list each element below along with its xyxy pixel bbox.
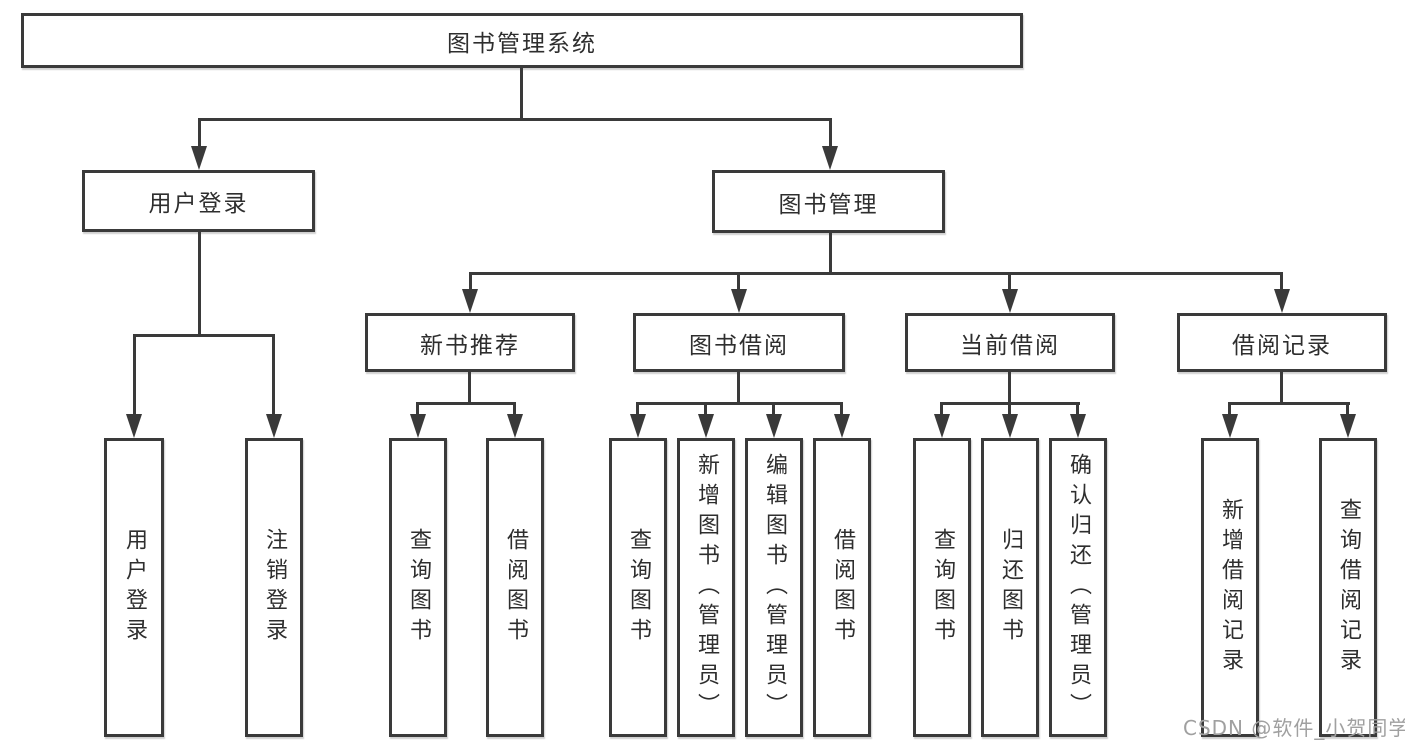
leaf-query-books-3: 查询图书: [913, 438, 971, 737]
connector-line: [198, 118, 201, 148]
arrowhead-down-icon: [834, 414, 850, 438]
node-label: 查询图书: [626, 527, 651, 648]
arrowhead-down-icon: [507, 414, 523, 438]
connector-line: [1280, 272, 1283, 291]
connector-line: [1076, 402, 1079, 416]
connector-line: [469, 272, 1283, 275]
node-label: 新增图书（管理员）: [694, 452, 719, 723]
connector-line: [272, 334, 275, 415]
arrowhead-down-icon: [766, 414, 782, 438]
leaf-logout: 注销登录: [245, 438, 303, 737]
node-label: 查询图书: [406, 527, 431, 648]
connector-line: [1228, 402, 1231, 416]
node-label: 新增借阅记录: [1218, 497, 1243, 678]
connector-line: [940, 402, 943, 416]
node-current-borrowing: 当前借阅: [905, 313, 1115, 372]
arrowhead-down-icon: [630, 414, 646, 438]
node-book-management-branch: 图书管理: [712, 170, 945, 233]
connector-line: [637, 402, 843, 405]
leaf-borrow-books-1: 借阅图书: [486, 438, 544, 737]
arrowhead-down-icon: [698, 414, 714, 438]
arrowhead-down-icon: [1002, 289, 1018, 313]
arrowhead-down-icon: [1002, 414, 1018, 438]
connector-line: [198, 232, 201, 337]
connector-line: [772, 402, 775, 416]
arrowhead-down-icon: [1070, 414, 1086, 438]
arrowhead-down-icon: [1340, 414, 1356, 438]
node-label: 图书管理: [778, 191, 879, 218]
node-label: 用户登录: [122, 527, 147, 648]
connector-line: [737, 272, 740, 291]
node-library-management-system: 图书管理系统: [21, 13, 1023, 68]
arrowhead-down-icon: [1222, 414, 1238, 438]
connector-line: [1008, 272, 1011, 291]
node-label: 编辑图书（管理员）: [762, 452, 787, 723]
arrowhead-down-icon: [191, 146, 207, 170]
connector-line: [829, 233, 832, 275]
leaf-edit-book-admin: 编辑图书（管理员）: [745, 438, 803, 737]
node-label: 借阅图书: [830, 527, 855, 648]
node-label: 确认归还（管理员）: [1066, 452, 1091, 723]
connector-line: [417, 402, 516, 405]
connector-line: [416, 402, 419, 416]
connector-line: [133, 334, 275, 337]
node-label: 图书管理系统: [447, 30, 597, 57]
connector-line: [1008, 372, 1011, 405]
connector-line: [829, 118, 832, 148]
connector-line: [1280, 372, 1283, 405]
node-label: 图书借阅: [689, 332, 789, 359]
node-label: 用户登录: [148, 191, 249, 217]
connector-line: [840, 402, 843, 416]
connector-line: [636, 402, 639, 416]
node-label: 查询借阅记录: [1336, 497, 1361, 678]
leaf-query-books-2: 查询图书: [609, 438, 667, 737]
connector-line: [1008, 402, 1011, 416]
arrowhead-down-icon: [266, 414, 282, 438]
arrowhead-down-icon: [1274, 289, 1290, 313]
node-label: 新书推荐: [420, 332, 520, 359]
leaf-add-book-admin: 新增图书（管理员）: [677, 438, 735, 737]
connector-line: [133, 334, 136, 415]
arrowhead-down-icon: [462, 289, 478, 313]
node-label: 借阅图书: [503, 527, 528, 648]
leaf-return-book: 归还图书: [981, 438, 1039, 737]
connector-line: [737, 372, 740, 405]
connector-line: [468, 372, 471, 405]
arrowhead-down-icon: [822, 146, 838, 170]
connector-line: [704, 402, 707, 416]
connector-line: [513, 402, 516, 416]
node-user-login-branch: 用户登录: [82, 170, 315, 232]
arrowhead-down-icon: [410, 414, 426, 438]
arrowhead-down-icon: [126, 414, 142, 438]
connector-line: [1229, 402, 1350, 405]
leaf-query-borrow-record: 查询借阅记录: [1319, 438, 1377, 737]
leaf-query-books-1: 查询图书: [389, 438, 447, 737]
node-label: 归还图书: [998, 527, 1023, 648]
leaf-add-borrow-record: 新增借阅记录: [1201, 438, 1259, 737]
leaf-user-login: 用户登录: [104, 438, 164, 737]
connector-line: [469, 272, 472, 291]
arrowhead-down-icon: [731, 289, 747, 313]
node-borrowing-records: 借阅记录: [1177, 313, 1387, 372]
node-new-book-recommend: 新书推荐: [365, 313, 575, 372]
connector-line: [520, 68, 523, 121]
arrowhead-down-icon: [934, 414, 950, 438]
connector-line: [1346, 402, 1349, 416]
csdn-watermark: CSDN @软件_小贺同学: [1183, 716, 1405, 740]
node-label: 当前借阅: [960, 332, 1060, 359]
connector-line: [198, 118, 832, 121]
leaf-borrow-books-2: 借阅图书: [813, 438, 871, 737]
node-book-borrowing: 图书借阅: [633, 313, 845, 372]
leaf-confirm-return-admin: 确认归还（管理员）: [1049, 438, 1107, 737]
node-label: 查询图书: [930, 527, 955, 648]
node-label: 注销登录: [262, 527, 287, 648]
node-label: 借阅记录: [1232, 332, 1332, 359]
